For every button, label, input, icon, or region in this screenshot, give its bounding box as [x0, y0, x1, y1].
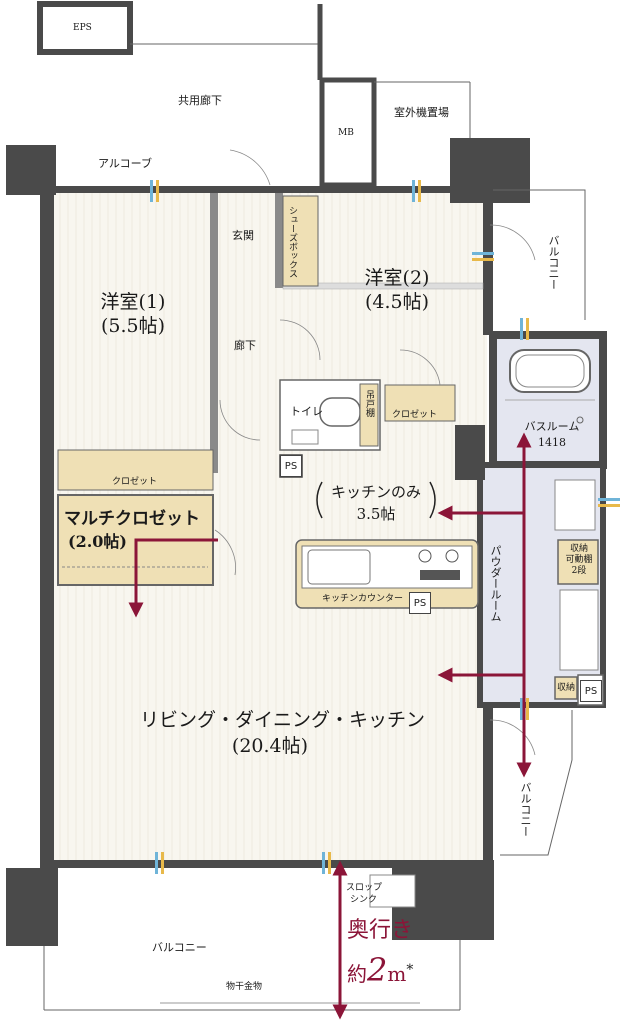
depth-asterisk: *: [406, 962, 414, 978]
shoe-box-fill: [282, 195, 319, 287]
ldk-size: (20.4帖): [231, 735, 309, 757]
entrance-label: 玄関: [232, 229, 254, 242]
depth-unit: m: [387, 962, 407, 986]
toilet-fixture: [319, 397, 361, 427]
ps-box-powder: PS: [580, 680, 602, 702]
balcony-top-label: バルコニー: [547, 235, 560, 290]
balcony-bottom-label: バルコニー: [152, 941, 207, 954]
balcony-right-label: バルコニー: [519, 782, 532, 837]
slop-sink: [369, 874, 416, 908]
kitchen-counter-label: キッチンカウンター: [322, 594, 404, 604]
closet-a-box: [384, 384, 456, 422]
closet-a-label: クロゼット: [392, 410, 438, 420]
depth-number: 2: [367, 951, 388, 989]
closet-b-box: [57, 449, 214, 491]
depth-note-value: 約2m*: [347, 952, 413, 992]
western-room-2-name: 洋室(2): [364, 267, 430, 289]
shoe-box-label: シューズボックス: [287, 206, 297, 278]
hallway-label: 廊下: [234, 339, 256, 352]
multi-closet-name: マルチクロゼット: [64, 509, 200, 529]
ldk-name: リビング・ダイニング・キッチン: [140, 709, 426, 731]
multi-closet-size: (2.0帖): [68, 532, 127, 551]
storage-label-2: 可動棚: [565, 555, 593, 565]
outdoor-unit-label: 室外機置場: [394, 106, 449, 119]
alcove-label: アルコーブ: [98, 157, 153, 170]
wall-right-upper: [483, 195, 493, 335]
toilet-label: トイレ: [290, 405, 323, 418]
slop-sink-label-1: スロップ: [346, 883, 383, 893]
mb-label: MB: [338, 128, 354, 138]
column-top-left: [6, 145, 56, 195]
storage-label-1: 収納: [569, 544, 588, 554]
sink: [307, 549, 371, 585]
depth-prefix: 約: [347, 962, 367, 986]
western-room-2-size: (4.5帖): [364, 291, 430, 313]
closet-b-label: クロゼット: [112, 477, 158, 487]
clothes-hanger-label: 物干金物: [226, 982, 263, 992]
column-bottom-left: [6, 868, 58, 946]
storage-small-box: [554, 676, 578, 700]
hanging-shelf-label: 吊戸棚: [364, 390, 374, 417]
slop-sink-label-2: シンク: [350, 895, 378, 905]
kitchen-bracket-right: [429, 481, 436, 519]
kitchen-bracket-left: [316, 481, 323, 519]
eps-label: EPS: [73, 23, 92, 33]
bath-size: 1418: [538, 436, 566, 449]
washer-space: [559, 589, 599, 671]
wall-top: [54, 186, 474, 193]
wall-left: [40, 188, 54, 873]
ps-box-kitchen: PS: [409, 592, 431, 614]
column-top-right: [450, 138, 530, 203]
kitchen-size: 3.5帖: [356, 505, 396, 523]
ps-box-toilet: PS: [280, 455, 302, 477]
western-room-1-name: 洋室(1): [100, 291, 166, 313]
washbasin: [554, 479, 596, 531]
wall-bottom: [54, 860, 494, 868]
eps-box: [37, 1, 133, 55]
bath-name: バスルーム: [524, 420, 580, 433]
storage-small-label: 収納: [557, 683, 576, 693]
mb-box: [319, 77, 377, 188]
storage-shelf: [557, 539, 599, 585]
western-room-1-size: (5.5帖): [100, 315, 166, 337]
common-corridor-label: 共用廊下: [178, 94, 222, 107]
powder-room-label: パウダールーム: [489, 545, 502, 622]
depth-note-title: 奥行き: [347, 918, 414, 943]
hanging-shelf-box: [359, 383, 379, 447]
view-arrows: [128, 432, 532, 1020]
kitchen-name: キッチンのみ: [330, 483, 421, 501]
storage-label-3: 2段: [571, 566, 587, 576]
bathtub: [509, 349, 591, 393]
wall-right-lower: [483, 700, 493, 865]
